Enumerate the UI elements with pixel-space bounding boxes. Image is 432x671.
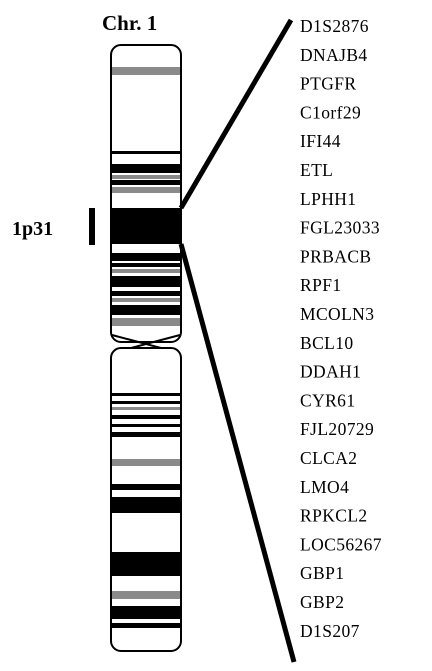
gene-label: IFI44 xyxy=(300,131,341,151)
band-1p31 xyxy=(112,208,180,244)
band xyxy=(112,424,180,427)
expansion-line-bottom xyxy=(178,243,297,663)
gene-label: GBP2 xyxy=(300,592,344,612)
gene-label: D1S2876 xyxy=(300,16,369,36)
gene-label: RPF1 xyxy=(300,275,342,295)
band xyxy=(112,497,180,513)
band xyxy=(112,459,180,466)
band xyxy=(112,187,180,193)
band xyxy=(112,253,180,261)
band xyxy=(112,269,180,273)
gene-label: FGL23033 xyxy=(300,218,380,238)
gene-label: MCOLN3 xyxy=(300,304,374,324)
gene-label: CYR61 xyxy=(300,390,355,410)
gene-label: CLCA2 xyxy=(300,448,357,468)
gene-label: LPHH1 xyxy=(300,189,356,209)
band xyxy=(112,175,180,179)
p-arm xyxy=(110,44,182,343)
gene-label: LMO4 xyxy=(300,477,349,497)
gene-label: PTGFR xyxy=(300,74,356,94)
band xyxy=(112,393,180,396)
band xyxy=(112,318,180,326)
region-marker-bar xyxy=(89,208,95,245)
chromosome-title: Chr. 1 xyxy=(102,11,157,35)
gene-label: FJL20729 xyxy=(300,419,374,439)
gene-label: PRBACB xyxy=(300,246,371,266)
q-arm xyxy=(110,347,182,652)
band xyxy=(112,552,180,576)
band xyxy=(112,298,180,302)
gene-label: DNAJB4 xyxy=(300,45,368,65)
gene-label: BCL10 xyxy=(300,333,354,353)
p-arm-outline xyxy=(110,44,182,343)
band xyxy=(112,432,180,437)
q-arm-bands xyxy=(112,393,180,628)
band xyxy=(112,591,180,599)
band xyxy=(112,606,180,619)
band xyxy=(112,180,180,185)
p-arm-bands xyxy=(112,67,180,326)
band xyxy=(112,305,180,315)
gene-label: RPKCL2 xyxy=(300,506,368,526)
expansion-line-top xyxy=(178,18,294,210)
band xyxy=(112,151,180,154)
band xyxy=(112,415,180,419)
band xyxy=(112,263,180,267)
band xyxy=(112,407,180,410)
band xyxy=(112,623,180,628)
band xyxy=(112,67,180,75)
gene-label: C1orf29 xyxy=(300,102,361,122)
gene-label: D1S207 xyxy=(300,621,360,641)
gene-label: DDAH1 xyxy=(300,362,361,382)
gene-label: GBP1 xyxy=(300,563,344,583)
band xyxy=(112,164,180,173)
band xyxy=(112,401,180,404)
gene-label: ETL xyxy=(300,160,333,180)
band xyxy=(112,276,180,287)
band xyxy=(112,291,180,296)
band xyxy=(112,484,180,490)
region-label: 1p31 xyxy=(12,218,53,240)
gene-label: LOC56267 xyxy=(300,534,382,554)
